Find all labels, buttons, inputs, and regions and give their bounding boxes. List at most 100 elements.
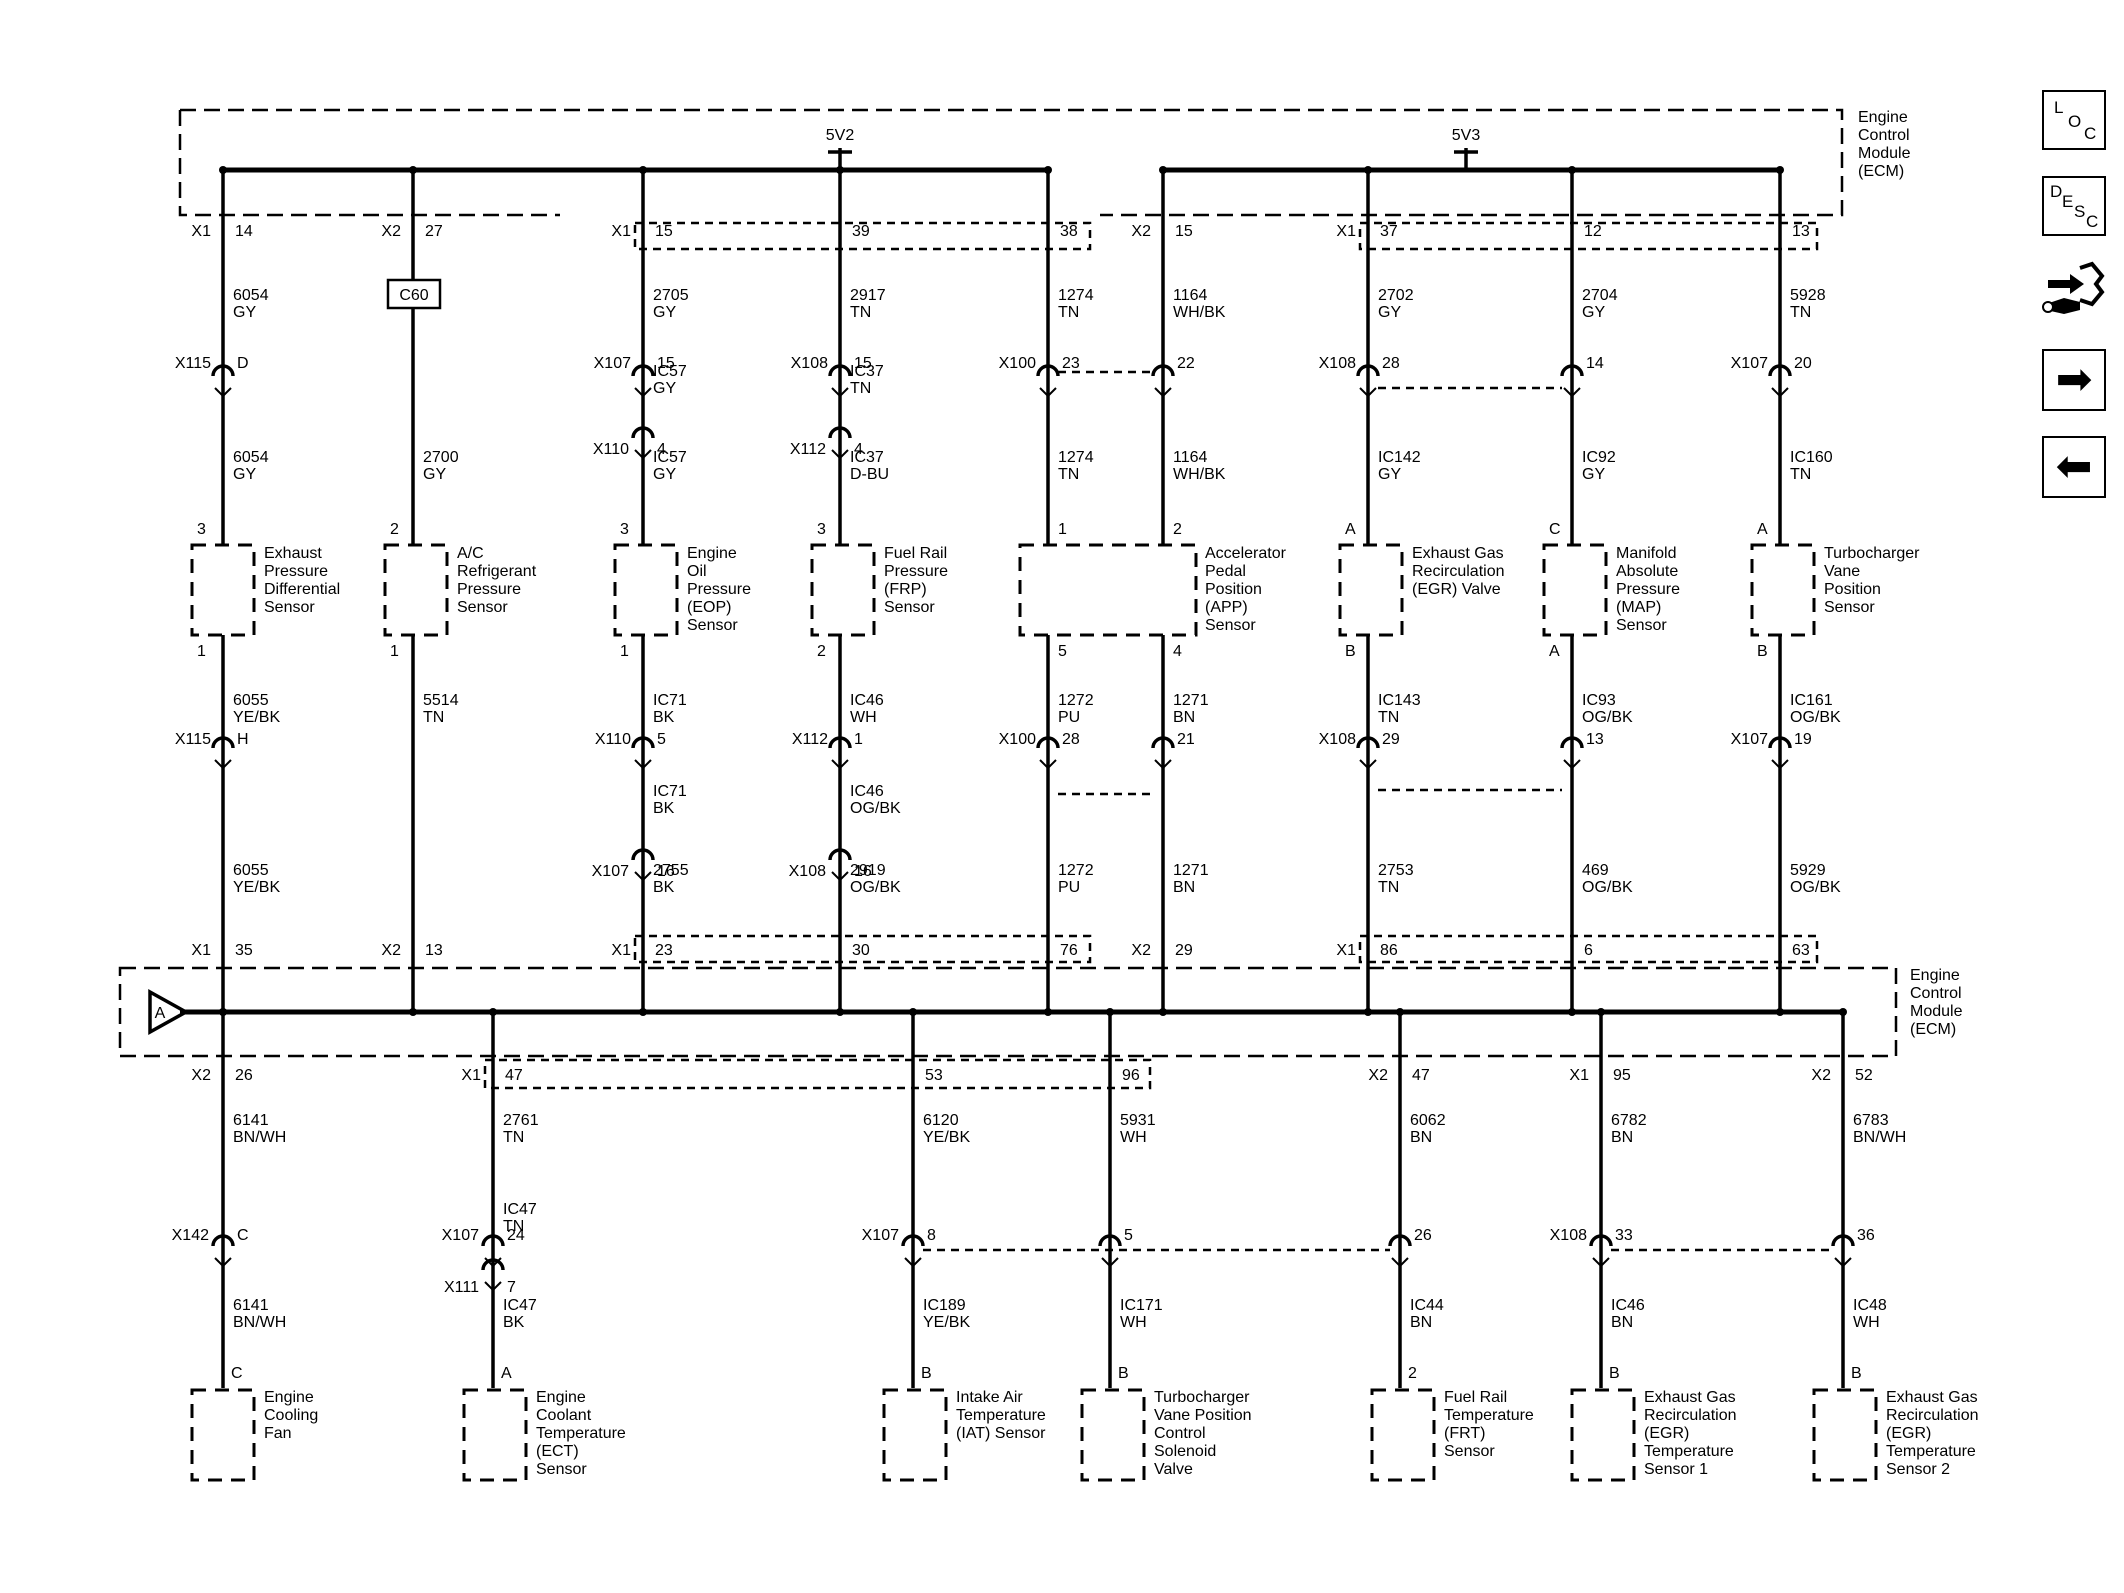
wire-number: 2702 — [1378, 287, 1414, 304]
wire-color: TN — [1378, 879, 1399, 896]
component-pin: 1 — [197, 643, 206, 660]
wire-color: OG/BK — [1582, 709, 1633, 726]
component-label-tvpc: Valve — [1154, 1461, 1193, 1478]
connector-name: X115 — [175, 731, 211, 748]
component-pin: 3 — [197, 521, 206, 538]
ecm-pin: 52 — [1855, 1067, 1873, 1084]
splice-dot — [219, 166, 227, 174]
splice-dot — [1044, 1008, 1052, 1016]
wire-number: 1164 — [1173, 449, 1208, 466]
connector-name: X108 — [1319, 731, 1356, 748]
component-pin: 2 — [1173, 521, 1182, 538]
wire-number: IC161 — [1790, 692, 1833, 709]
connector-pin: 13 — [1586, 731, 1604, 748]
wire-color: YE/BK — [233, 879, 280, 896]
ecm-bottom-outline — [118, 966, 1898, 1058]
component-pin: 3 — [620, 521, 629, 538]
connector-c1-lower-tip — [214, 759, 232, 770]
component-label-frp: Pressure — [884, 563, 948, 580]
component-label-iat: (IAT) Sensor — [956, 1425, 1046, 1442]
connector-c7-lower-tip — [1359, 759, 1377, 770]
component-label-frt: Temperature — [1444, 1407, 1534, 1424]
ecm-label-bottom: Control — [1910, 985, 1962, 1002]
component-label-exh-press: Sensor — [264, 599, 315, 616]
wire-number: 1274 — [1058, 287, 1094, 304]
ecm-pin: 13 — [1792, 223, 1810, 240]
connector-pin: 16 — [657, 863, 675, 880]
ecm-connector: X2 — [191, 1067, 211, 1084]
component-label-exh-press: Exhaust — [264, 545, 322, 562]
connector-name: X107 — [1731, 731, 1768, 748]
wire-color: TN — [1790, 466, 1811, 483]
desc-letter-c: C — [2086, 212, 2099, 231]
connector-c6-upper-tip — [1154, 387, 1172, 398]
connector-c5-upper — [1036, 364, 1060, 377]
ground-pin: 13 — [425, 942, 443, 959]
splice-dot — [1597, 1008, 1605, 1016]
connector-pin: 15 — [854, 355, 872, 372]
connector-pin: 28 — [1062, 731, 1080, 748]
splice-dot — [639, 166, 647, 174]
wire-number: 2755 — [653, 862, 689, 879]
connector-c8-lower — [1560, 736, 1584, 749]
component-label-egrt1: Exhaust Gas — [1644, 1389, 1736, 1406]
wire-color: BN — [1173, 709, 1195, 726]
diagnostic-tool-button[interactable] — [2040, 258, 2108, 322]
component-label-frt: (FRT) — [1444, 1425, 1485, 1442]
wire-color: BN/WH — [1853, 1129, 1906, 1146]
connector-c4-upper-tip — [831, 387, 849, 398]
description-button[interactable]: D E S C — [2042, 176, 2106, 236]
component-label-ect: Temperature — [536, 1425, 626, 1442]
ground-pin: 23 — [655, 942, 673, 959]
wire-number: IC46 — [1611, 1297, 1645, 1314]
ground-connector: X2 — [1131, 942, 1151, 959]
connector-name: X108 — [1550, 1227, 1587, 1244]
ecm-pin: 14 — [235, 223, 253, 240]
connector-name: X100 — [999, 731, 1036, 748]
splice-dot — [1568, 1008, 1576, 1016]
component-label-ect: Coolant — [536, 1407, 592, 1424]
connector-c6-lower-tip — [1154, 759, 1172, 770]
next-page-button[interactable]: ➡ — [2042, 349, 2106, 411]
wire-color: OG/BK — [850, 879, 901, 896]
ecm-top-outline — [178, 108, 1844, 217]
connector-c1-lower — [211, 736, 235, 749]
connector-l3-tip — [904, 1257, 922, 1268]
ground-pin: 30 — [852, 942, 870, 959]
wire-color: BN — [1611, 1129, 1633, 1146]
component-label-map: Manifold — [1616, 545, 1676, 562]
connector-l2 — [481, 1234, 505, 1247]
ecm-pin: 39 — [852, 223, 870, 240]
engine-wrench-icon — [2042, 261, 2105, 314]
wire-number: 6054 — [233, 449, 269, 466]
wire-color: GY — [1582, 304, 1605, 321]
location-button[interactable]: L O C — [2042, 90, 2106, 150]
wire-color: OG/BK — [1790, 879, 1841, 896]
wire-number: 5928 — [1790, 287, 1826, 304]
connector-c5-lower — [1036, 736, 1060, 749]
component-box-frp — [810, 543, 876, 637]
ecm-label-bottom: Module — [1910, 1003, 1963, 1020]
component-label-egr-valve: Recirculation — [1412, 563, 1504, 580]
component-pin: 3 — [817, 521, 826, 538]
wire-color: WH — [1853, 1314, 1880, 1331]
connector-l7-tip — [1834, 1257, 1852, 1268]
wire-number: 6055 — [233, 862, 269, 879]
previous-page-button[interactable]: ⬅ — [2042, 436, 2106, 498]
wire-number: 6062 — [1410, 1112, 1446, 1129]
ecm-connector: X2 — [1811, 1067, 1831, 1084]
connector-l1 — [211, 1234, 235, 1247]
wire-number: 6141 — [233, 1297, 269, 1314]
component-box-exh-press — [190, 543, 256, 637]
wire-color: PU — [1058, 709, 1080, 726]
component-pin: C — [231, 1365, 243, 1382]
loc-letter-o: O — [2068, 112, 2082, 131]
component-label-eop: Pressure — [687, 581, 751, 598]
wire-number: 2705 — [653, 287, 689, 304]
component-box-map — [1542, 543, 1608, 637]
component-box-fan — [190, 1388, 256, 1482]
ecm-label-top: Control — [1858, 127, 1910, 144]
desc-letter-d: D — [2050, 182, 2063, 201]
splice-dot — [1159, 1008, 1167, 1016]
connector-pin: 1 — [854, 731, 863, 748]
